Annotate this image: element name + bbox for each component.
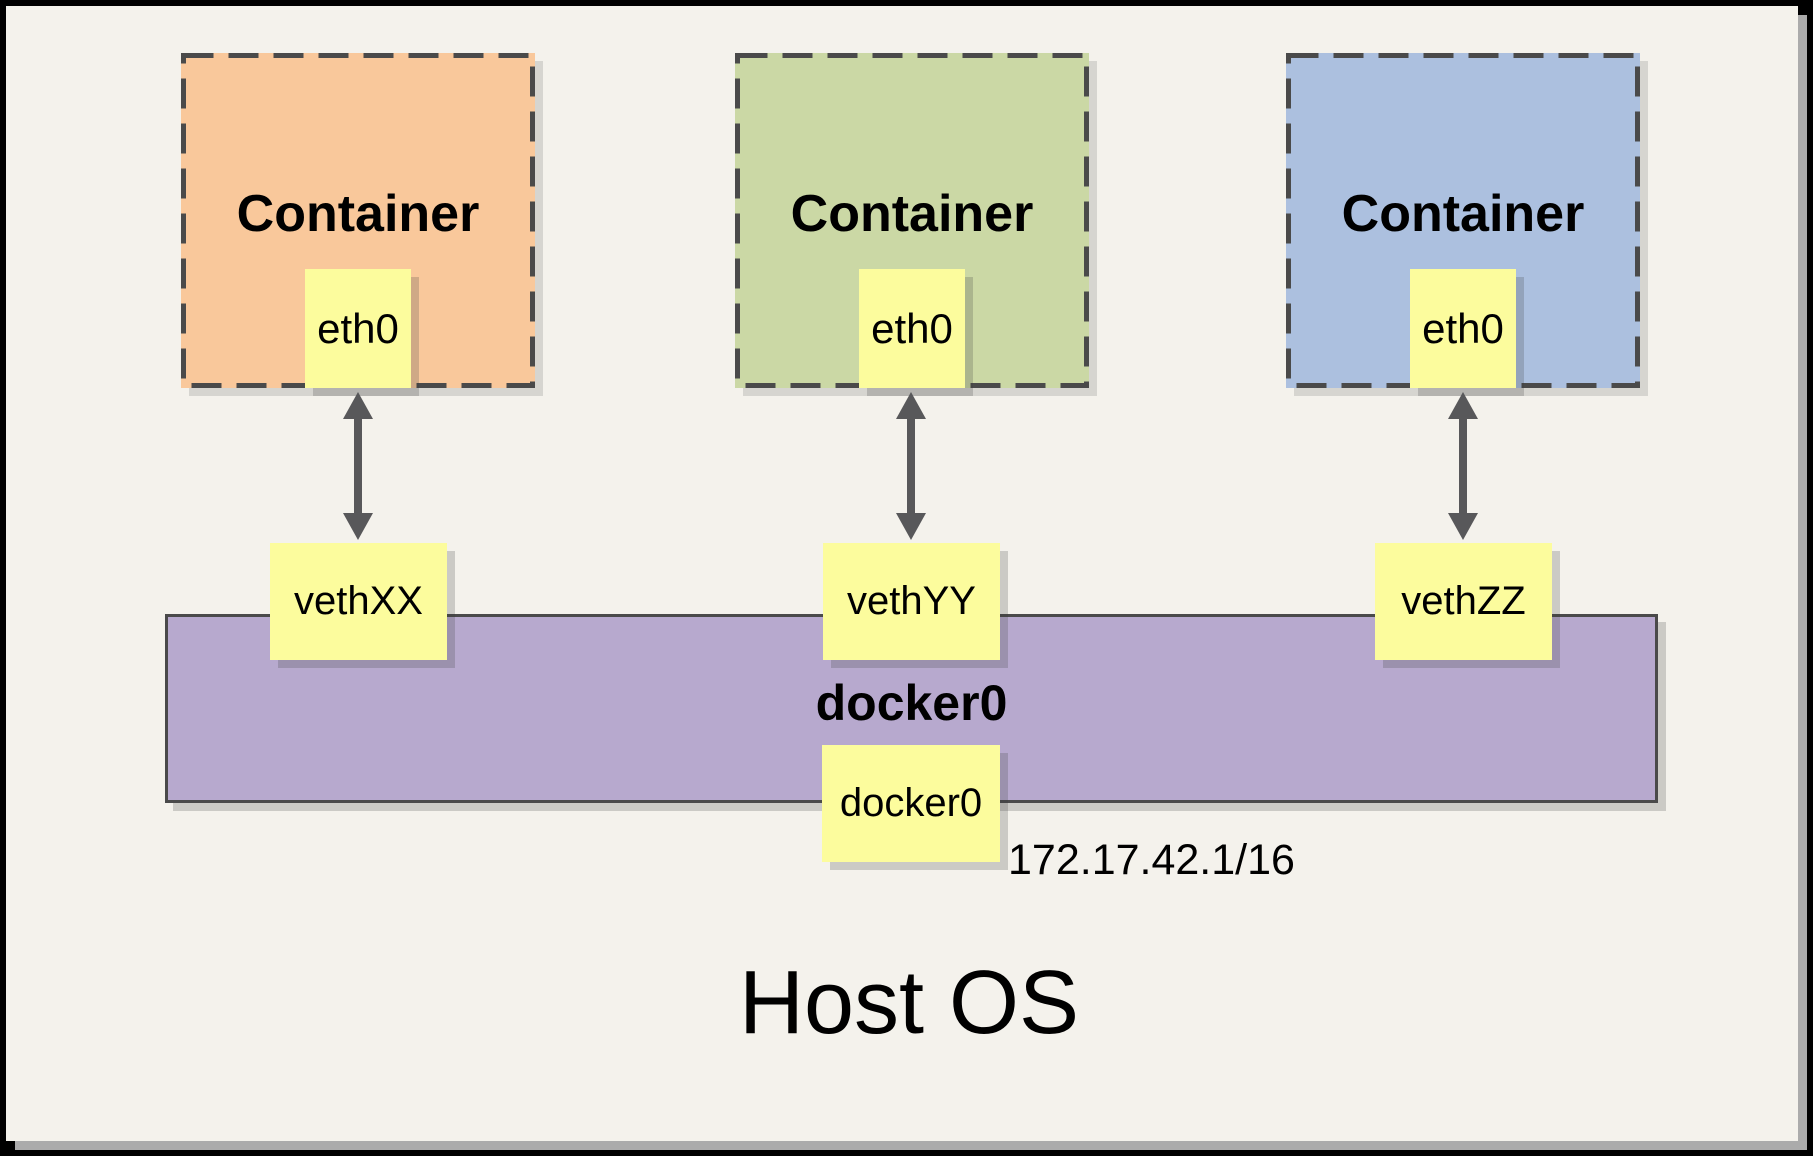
eth0-interface-box-1: eth0 [305,269,411,388]
veth-link-double-arrow-icon-2 [896,392,926,540]
vethyy-box: vethYY [823,543,1000,660]
container-box-2: Container eth0 [735,53,1089,388]
vethzz-box: vethZZ [1375,543,1552,660]
vethzz-label: vethZZ [1401,579,1526,623]
eth0-label: eth0 [1422,304,1504,352]
container-label: Container [236,185,480,243]
eth0-label: eth0 [871,304,953,352]
container-label: Container [790,185,1034,243]
eth0-interface-box-2: eth0 [859,269,965,388]
host-os-label: Host OS [738,953,1080,1053]
vethxx-box: vethXX [270,543,447,660]
veth-link-double-arrow-icon-3 [1448,392,1478,540]
docker0-interface-label: docker0 [839,781,983,825]
veth-link-double-arrow-icon-1 [343,392,373,540]
container-box-1: Container eth0 [181,53,535,388]
eth0-interface-box-3: eth0 [1410,269,1516,388]
vethyy-label: vethYY [847,579,976,623]
vethxx-label: vethXX [294,579,423,623]
docker0-interface-box: docker0 [822,745,1000,862]
eth0-label: eth0 [317,304,399,352]
container-label: Container [1341,185,1585,243]
bridge-ip-label: 172.17.42.1/16 [1008,836,1295,884]
container-box-3: Container eth0 [1286,53,1640,388]
docker0-bridge-label: docker0 [815,675,1008,731]
